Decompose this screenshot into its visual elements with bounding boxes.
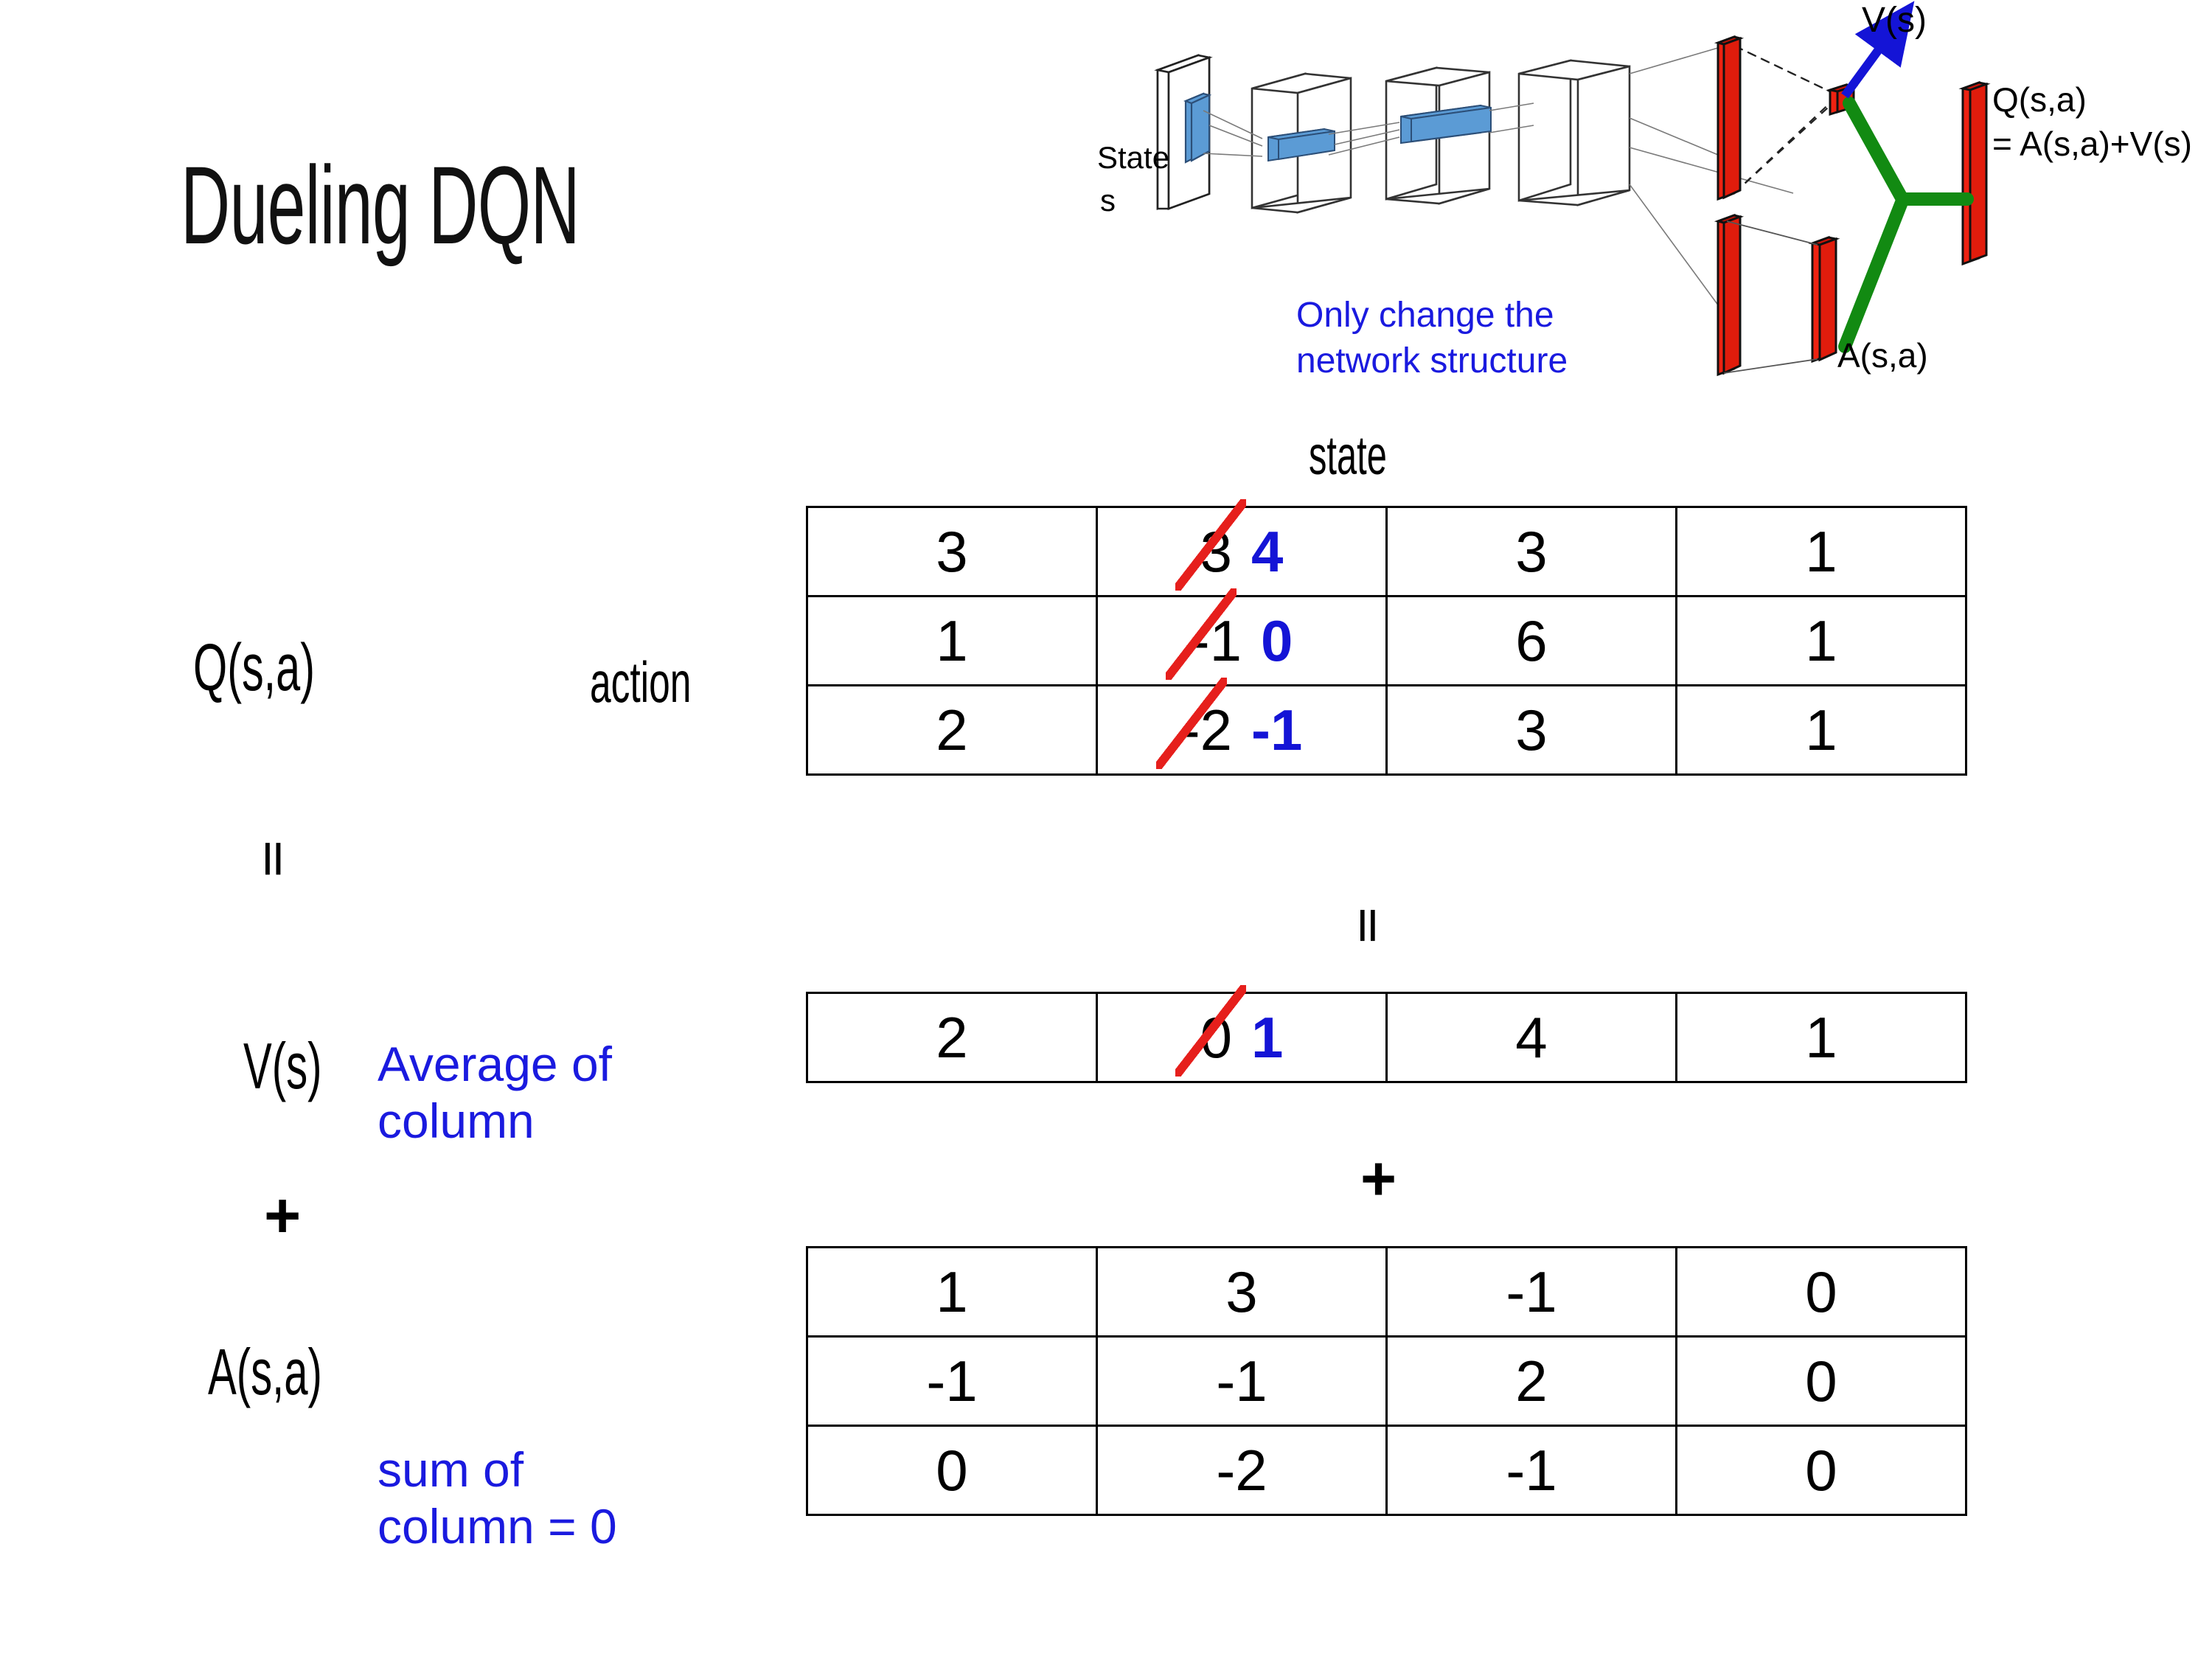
table-cell: -2 (1096, 1425, 1388, 1516)
table-cell: 3 (806, 506, 1098, 597)
table-cell: -1 0 (1096, 588, 1388, 686)
dueling-network-diagram: State s Only change the network structur… (1091, 0, 2212, 413)
input-patch-icon (1183, 92, 1212, 164)
table-cell: -1 (1385, 1246, 1677, 1338)
annotation-avg-line2: column (378, 1093, 535, 1149)
diagram-value-label: V(s) (1862, 1, 1927, 40)
corrected-value: 0 (1260, 608, 1293, 673)
table-cell: 1 (1675, 595, 1967, 686)
diagram-q-label-line1: Q(s,a) (1992, 80, 2087, 119)
axis-label-state: state (1309, 425, 1387, 486)
table-cell: 2 (806, 684, 1098, 776)
corrected-value: 4 (1251, 518, 1284, 584)
table-cell: -2 -1 (1096, 677, 1388, 776)
struck-value: -1 (1165, 588, 1242, 680)
diagram-advantage-label: A(s,a) (1837, 336, 1928, 375)
diagram-state-label-line1: State (1097, 140, 1170, 175)
value-stream-links (1733, 45, 1837, 194)
corrected-cell: -1 0 (1165, 588, 1293, 680)
diagram-note-line1: Only change the (1296, 296, 1554, 335)
table-cell: 0 (806, 1425, 1098, 1516)
table-cell: 1 (1675, 684, 1967, 776)
corrected-value: 1 (1251, 1004, 1284, 1070)
table-cell: 2 (1385, 1335, 1677, 1427)
table-cell: 0 (1675, 1246, 1967, 1338)
table-cell: 1 (1675, 992, 1967, 1083)
conv-patch-1-icon (1267, 128, 1335, 162)
table-cell: 0 (1675, 1335, 1967, 1427)
q-output-bar-icon (1958, 80, 1991, 266)
page-title: Dueling DQN (181, 143, 580, 267)
axis-label-action: action (590, 650, 692, 714)
value-stream-bar-icon (1714, 35, 1745, 201)
corrected-cell: -2 -1 (1155, 677, 1303, 769)
connection-lines (1203, 45, 1794, 318)
table-cell: 0 (1675, 1425, 1967, 1516)
table-cell: 3 (1385, 506, 1677, 597)
q-table-label: Q(s,a) (193, 631, 316, 705)
table-cell: 1 (806, 595, 1098, 686)
v-table-label: V(s) (243, 1029, 322, 1102)
a-table-label: A(s,a) (208, 1335, 322, 1408)
table-cell: -1 (806, 1335, 1098, 1427)
plus-operator-middle: + (1360, 1144, 1397, 1213)
equals-operator-middle: = (1346, 907, 1390, 944)
conv-layer-2-icon (1385, 66, 1491, 205)
network-svg (1154, 1, 1991, 377)
advantage-stream-bar-icon (1714, 213, 1745, 377)
annotation-sum-of-column: sum of column = 0 (378, 1441, 617, 1555)
aggregation-link-icon (1838, 97, 1974, 353)
annotation-sum-line1: sum of (378, 1442, 524, 1497)
table-cell: -1 (1096, 1335, 1388, 1427)
diagram-note-line2: network structure (1296, 341, 1568, 380)
corrected-value: -1 (1251, 697, 1303, 762)
advantage-output-bar-icon (1808, 235, 1840, 364)
struck-value: 0 (1175, 984, 1247, 1077)
table-cell: 4 (1385, 992, 1677, 1083)
equals-operator-left: = (251, 840, 296, 877)
conv-layer-3-icon (1517, 59, 1631, 206)
table-cell: 2 (806, 992, 1098, 1083)
annotation-avg-line1: Average of (378, 1037, 613, 1091)
table-cell: 3 (1385, 684, 1677, 776)
table-cell: 1 (1675, 506, 1967, 597)
diagram-state-label-line2: s (1100, 183, 1116, 218)
plus-operator-left: + (264, 1180, 302, 1251)
annotation-sum-line2: column = 0 (378, 1499, 617, 1554)
table-cell: 1 (806, 1246, 1098, 1338)
table-cell: 6 (1385, 595, 1677, 686)
conv-patch-2-icon (1400, 104, 1492, 145)
annotation-average-of-column: Average of column (378, 1036, 612, 1150)
struck-value: -2 (1155, 677, 1232, 769)
table-cell: -1 (1385, 1425, 1677, 1516)
table-cell: 3 (1096, 1246, 1388, 1338)
diagram-q-label-line2: = A(s,a)+V(s) (1992, 125, 2192, 163)
value-arrow-icon (1841, 1, 1915, 99)
struck-value: 3 (1175, 498, 1247, 591)
